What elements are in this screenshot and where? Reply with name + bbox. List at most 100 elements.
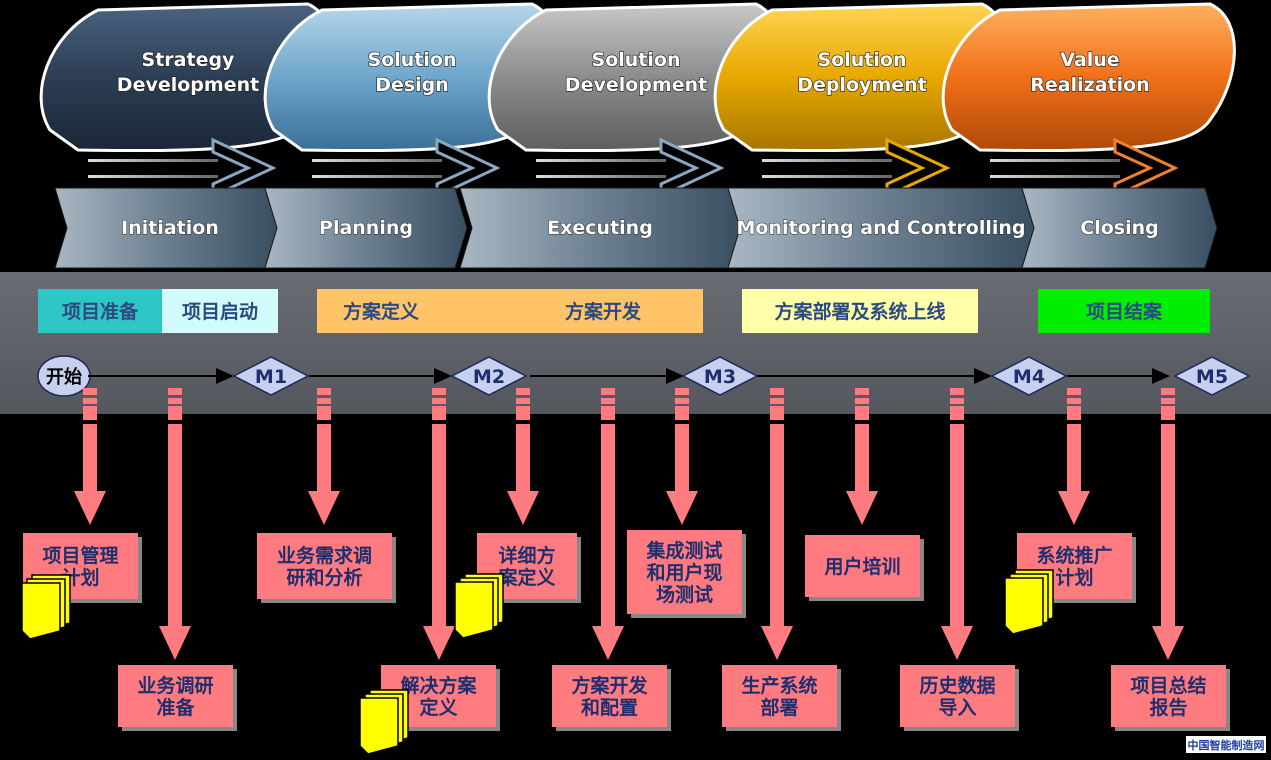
tag-deploy: 方案部署及系统上线 (742, 289, 978, 333)
task-arrow (1067, 424, 1081, 493)
task-text-line: 案定义 (497, 566, 555, 589)
stage-title-line1: Solution (592, 49, 681, 71)
task-text-line: 项目管理 (42, 544, 118, 567)
task-text-line: 定义 (419, 696, 457, 719)
tag-label: 项目启动 (182, 300, 258, 323)
task-arrow (675, 424, 689, 493)
milestone-label: M2 (473, 366, 505, 388)
stage-tags: 项目准备 项目启动 方案定义 方案开发 方案部署及系统上线 项目结案 (38, 289, 1210, 333)
task-arrow (317, 424, 331, 493)
stage-title-line2: Design (375, 74, 449, 96)
flow-arrow (312, 137, 501, 199)
stage-swoosh (941, 2, 1236, 153)
task-arrow (83, 424, 97, 493)
task-text-line: 集成测试 (645, 539, 722, 562)
task-text-line: 历史数据 (919, 674, 995, 697)
stage-title-line1: Value (1060, 49, 1119, 71)
stage-title-line1: Strategy (142, 49, 236, 71)
milestone-m5: M5 (1173, 356, 1251, 396)
task-box (1111, 665, 1226, 727)
task-text-line: 系统推广 (1036, 544, 1112, 567)
document-stack-icon (1004, 569, 1054, 635)
task-text-line: 计划 (1055, 566, 1093, 589)
task-text-line: 场测试 (656, 584, 713, 606)
phase-label: Monitoring and Controlling (736, 217, 1025, 239)
task-text-line: 报告 (1149, 696, 1187, 719)
milestone-m2: M2 (450, 356, 528, 396)
flow-arrow (762, 137, 951, 199)
phase-closing: Closing (1021, 187, 1218, 269)
stage-title-line2: Realization (1030, 74, 1149, 96)
task-box (118, 665, 233, 727)
task-box (627, 530, 742, 614)
phase-label: Closing (1080, 217, 1158, 239)
stage-title-line1: Solution (818, 49, 907, 71)
task-text-line: 业务需求调 (277, 544, 372, 567)
task-arrow (432, 424, 446, 628)
tag-label: 方案定义 (343, 300, 419, 323)
tag-launch: 项目启动 (162, 289, 278, 333)
task-text-line: 研和分析 (286, 566, 362, 589)
task-box (900, 665, 1015, 727)
task-arrow (770, 424, 784, 628)
milestone-label: M1 (255, 366, 287, 388)
tag-label: 项目结案 (1086, 300, 1163, 323)
phase-executing: Executing (459, 187, 741, 269)
milestone-m3: M3 (681, 356, 759, 396)
task-arrow (1161, 424, 1175, 628)
task-text-line: 项目总结 (1130, 674, 1206, 697)
flow-arrow (990, 137, 1179, 199)
task-arrow (950, 424, 964, 628)
stage-row: StrategyDevelopmentSolutionDesignSolutio… (39, 2, 1236, 199)
task-t9: 用户培训 (805, 388, 924, 601)
task-arrow (855, 424, 869, 493)
phase-label: Executing (547, 217, 653, 239)
tag-label: 方案部署及系统上线 (774, 300, 945, 323)
document-stack-icon (21, 574, 71, 640)
tag-label: 项目准备 (62, 300, 139, 323)
task-text-line: 和用户现 (646, 561, 722, 584)
task-text-line: 准备 (156, 696, 195, 719)
task-text-line: 导入 (938, 697, 976, 719)
task-arrow (601, 424, 615, 628)
milestone-label: M3 (704, 366, 736, 388)
milestone-m1: M1 (232, 356, 310, 396)
tag-label: 方案开发 (565, 300, 642, 323)
start-node: 开始 (37, 355, 91, 397)
phase-initiation: Initiation (54, 187, 278, 269)
milestone-label: M5 (1196, 366, 1228, 388)
milestone-label: M4 (1013, 366, 1045, 388)
task-text-line: 部署 (760, 696, 798, 719)
task-box (257, 533, 392, 599)
task-list: 项目管理计划业务调研准备业务需求调研和分析解决方案定义详细方案定义方案开发和配置… (21, 388, 1230, 755)
tag-close: 项目结案 (1038, 289, 1210, 333)
task-box (722, 665, 837, 727)
task-text-line: 业务调研 (137, 674, 213, 697)
tag-define: 方案定义 (317, 289, 703, 333)
tag-prep: 项目准备 (38, 289, 162, 333)
watermark: 中国智能制造网 (1186, 736, 1266, 753)
task-text-line: 方案开发 (571, 674, 648, 697)
stage-title-line2: Development (565, 74, 707, 96)
stage-title-line2: Deployment (797, 74, 927, 96)
start-label: 开始 (46, 366, 82, 388)
watermark-text: 中国智能制造网 (1188, 738, 1265, 752)
task-box (805, 535, 920, 597)
task-arrow (516, 424, 530, 493)
tag-develop: 方案开发 (565, 300, 642, 323)
